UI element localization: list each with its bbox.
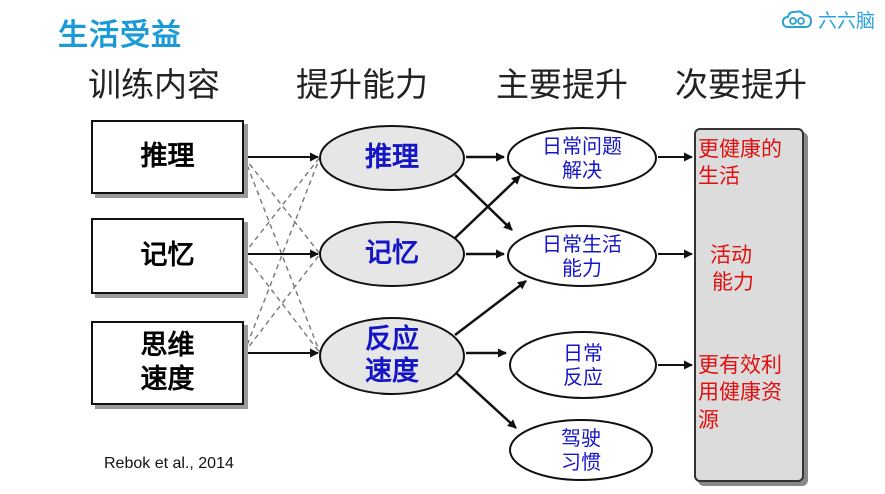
ellipse-shape (507, 127, 657, 189)
header-abilities: 提升能力 (296, 65, 428, 104)
secondary-label: 更健康的 (698, 137, 782, 161)
training-to-ability-arrows (244, 152, 319, 358)
secondary-label: 活动 (710, 243, 752, 267)
logo-text: 六六脑 (817, 10, 875, 32)
secondary-label: 源 (698, 407, 719, 432)
primary-label: 解决 (562, 158, 602, 182)
ellipse-shape (319, 317, 465, 395)
ellipse-shape (319, 125, 465, 191)
ellipse-shape (509, 419, 653, 481)
secondary-label: 更有效利 (698, 353, 782, 377)
primary-to-secondary-arrows (658, 152, 693, 370)
ability-label: 记忆 (365, 237, 419, 269)
ellipse-shape (507, 225, 657, 287)
ability-memory: 记忆 (318, 220, 466, 288)
header-secondary: 次要提升 (675, 65, 807, 104)
ellipse-shape (319, 221, 465, 287)
secondary-health-resources: 更有效利 用健康资 源 (698, 352, 782, 434)
training-label: 速度 (140, 364, 195, 395)
primary-daily-reaction: 日常 反应 (508, 330, 658, 400)
brain-cloud-icon (781, 9, 812, 28)
secondary-activity-ability: 活动 能力 (710, 242, 754, 297)
training-box-reasoning: 推理 (91, 120, 244, 194)
primary-driving-habits: 驾驶 习惯 (508, 418, 654, 482)
training-label: 推理 (140, 141, 195, 173)
header-primary: 主要提升 (496, 65, 628, 104)
primary-label: 能力 (562, 256, 602, 280)
page-title: 生活受益 (58, 18, 182, 53)
primary-problem-solving: 日常问题 解决 (506, 126, 658, 190)
training-box-thinking-speed: 思维 速度 (91, 321, 244, 405)
ability-reaction-speed: 反应 速度 (318, 316, 466, 396)
training-box-memory: 记忆 (91, 218, 244, 294)
logo: 六六脑 (781, 6, 875, 33)
secondary-box (694, 128, 804, 482)
ability-label: 反应 (365, 323, 419, 355)
secondary-label: 生活 (698, 164, 740, 189)
primary-label: 日常生活 (542, 232, 622, 256)
ellipse-shape (509, 331, 657, 399)
header-training: 训练内容 (88, 65, 220, 104)
secondary-label: 能力 (712, 270, 754, 295)
ability-to-primary-arrows (454, 152, 527, 429)
training-label: 思维 (140, 330, 195, 362)
citation: Rebok et al., 2014 (104, 455, 234, 472)
primary-daily-living: 日常生活 能力 (506, 224, 658, 288)
dashed-cross-links (243, 156, 321, 354)
primary-label: 日常 (563, 341, 603, 365)
training-label: 记忆 (140, 240, 195, 272)
ability-label: 速度 (365, 356, 419, 387)
primary-label: 反应 (563, 365, 603, 389)
primary-label: 日常问题 (542, 134, 622, 158)
ability-reasoning: 推理 (318, 124, 466, 192)
secondary-label: 用健康资 (698, 380, 782, 405)
secondary-healthier-life: 更健康的 生活 (698, 136, 782, 191)
primary-label: 驾驶 (561, 426, 601, 450)
primary-label: 习惯 (561, 450, 601, 474)
ability-label: 推理 (365, 141, 419, 173)
